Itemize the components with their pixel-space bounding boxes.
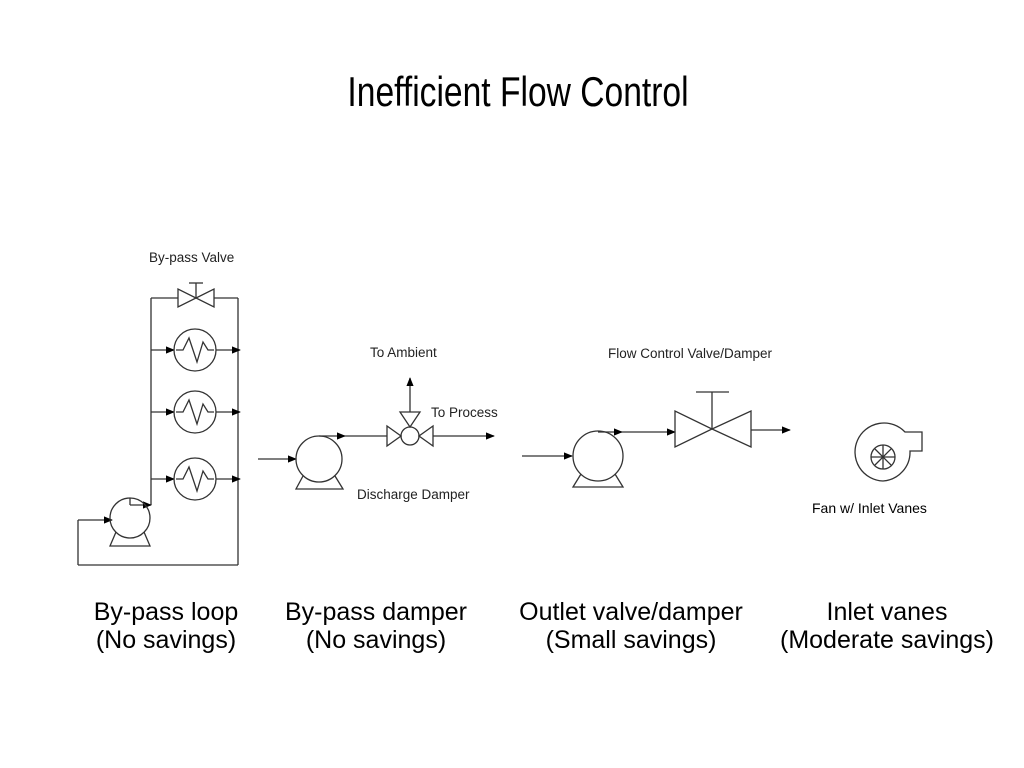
pump-icon (294, 435, 345, 490)
fan-inlet-vanes-label: Fan w/ Inlet Vanes (812, 500, 927, 516)
flow-control-valve-label: Flow Control Valve/Damper (608, 346, 773, 361)
caption-line: (Small savings) (545, 626, 717, 654)
bypass-valve-label: By-pass Valve (149, 250, 234, 265)
bypass-valve-icon (177, 282, 215, 309)
heat-exchanger-icon (173, 390, 217, 434)
caption-bypass-loop: By-pass loop (No savings) (66, 598, 266, 654)
caption-bypass-damper: By-pass damper (No savings) (266, 598, 486, 654)
pump-icon (571, 430, 625, 488)
caption-line: (No savings) (95, 626, 237, 654)
outlet-valve-diagram (522, 426, 791, 460)
caption-line: Outlet valve/damper (519, 598, 743, 626)
flow-control-valve-icon (674, 391, 752, 449)
bypass-loop-diagram (77, 297, 241, 566)
caption-line: By-pass damper (284, 598, 468, 626)
caption-line: Inlet vanes (826, 598, 948, 626)
pump-icon (109, 497, 151, 547)
caption-line: (No savings) (305, 626, 447, 654)
fan-inlet-vanes-icon (854, 422, 923, 482)
heat-exchanger-icon (173, 328, 217, 372)
caption-line: By-pass loop (93, 598, 239, 626)
bypass-damper-diagram (258, 377, 495, 463)
to-process-label: To Process (431, 405, 498, 420)
caption-inlet-vanes: Inlet vanes (Moderate savings) (764, 598, 1010, 654)
slide-title: Inefficient Flow Control (347, 68, 689, 115)
to-ambient-label: To Ambient (370, 345, 437, 360)
caption-line: (Moderate savings) (780, 626, 994, 654)
heat-exchanger-icon (173, 457, 217, 501)
caption-outlet-valve: Outlet valve/damper (Small savings) (500, 598, 762, 654)
three-way-damper-icon (386, 411, 434, 448)
discharge-damper-label: Discharge Damper (357, 487, 470, 502)
